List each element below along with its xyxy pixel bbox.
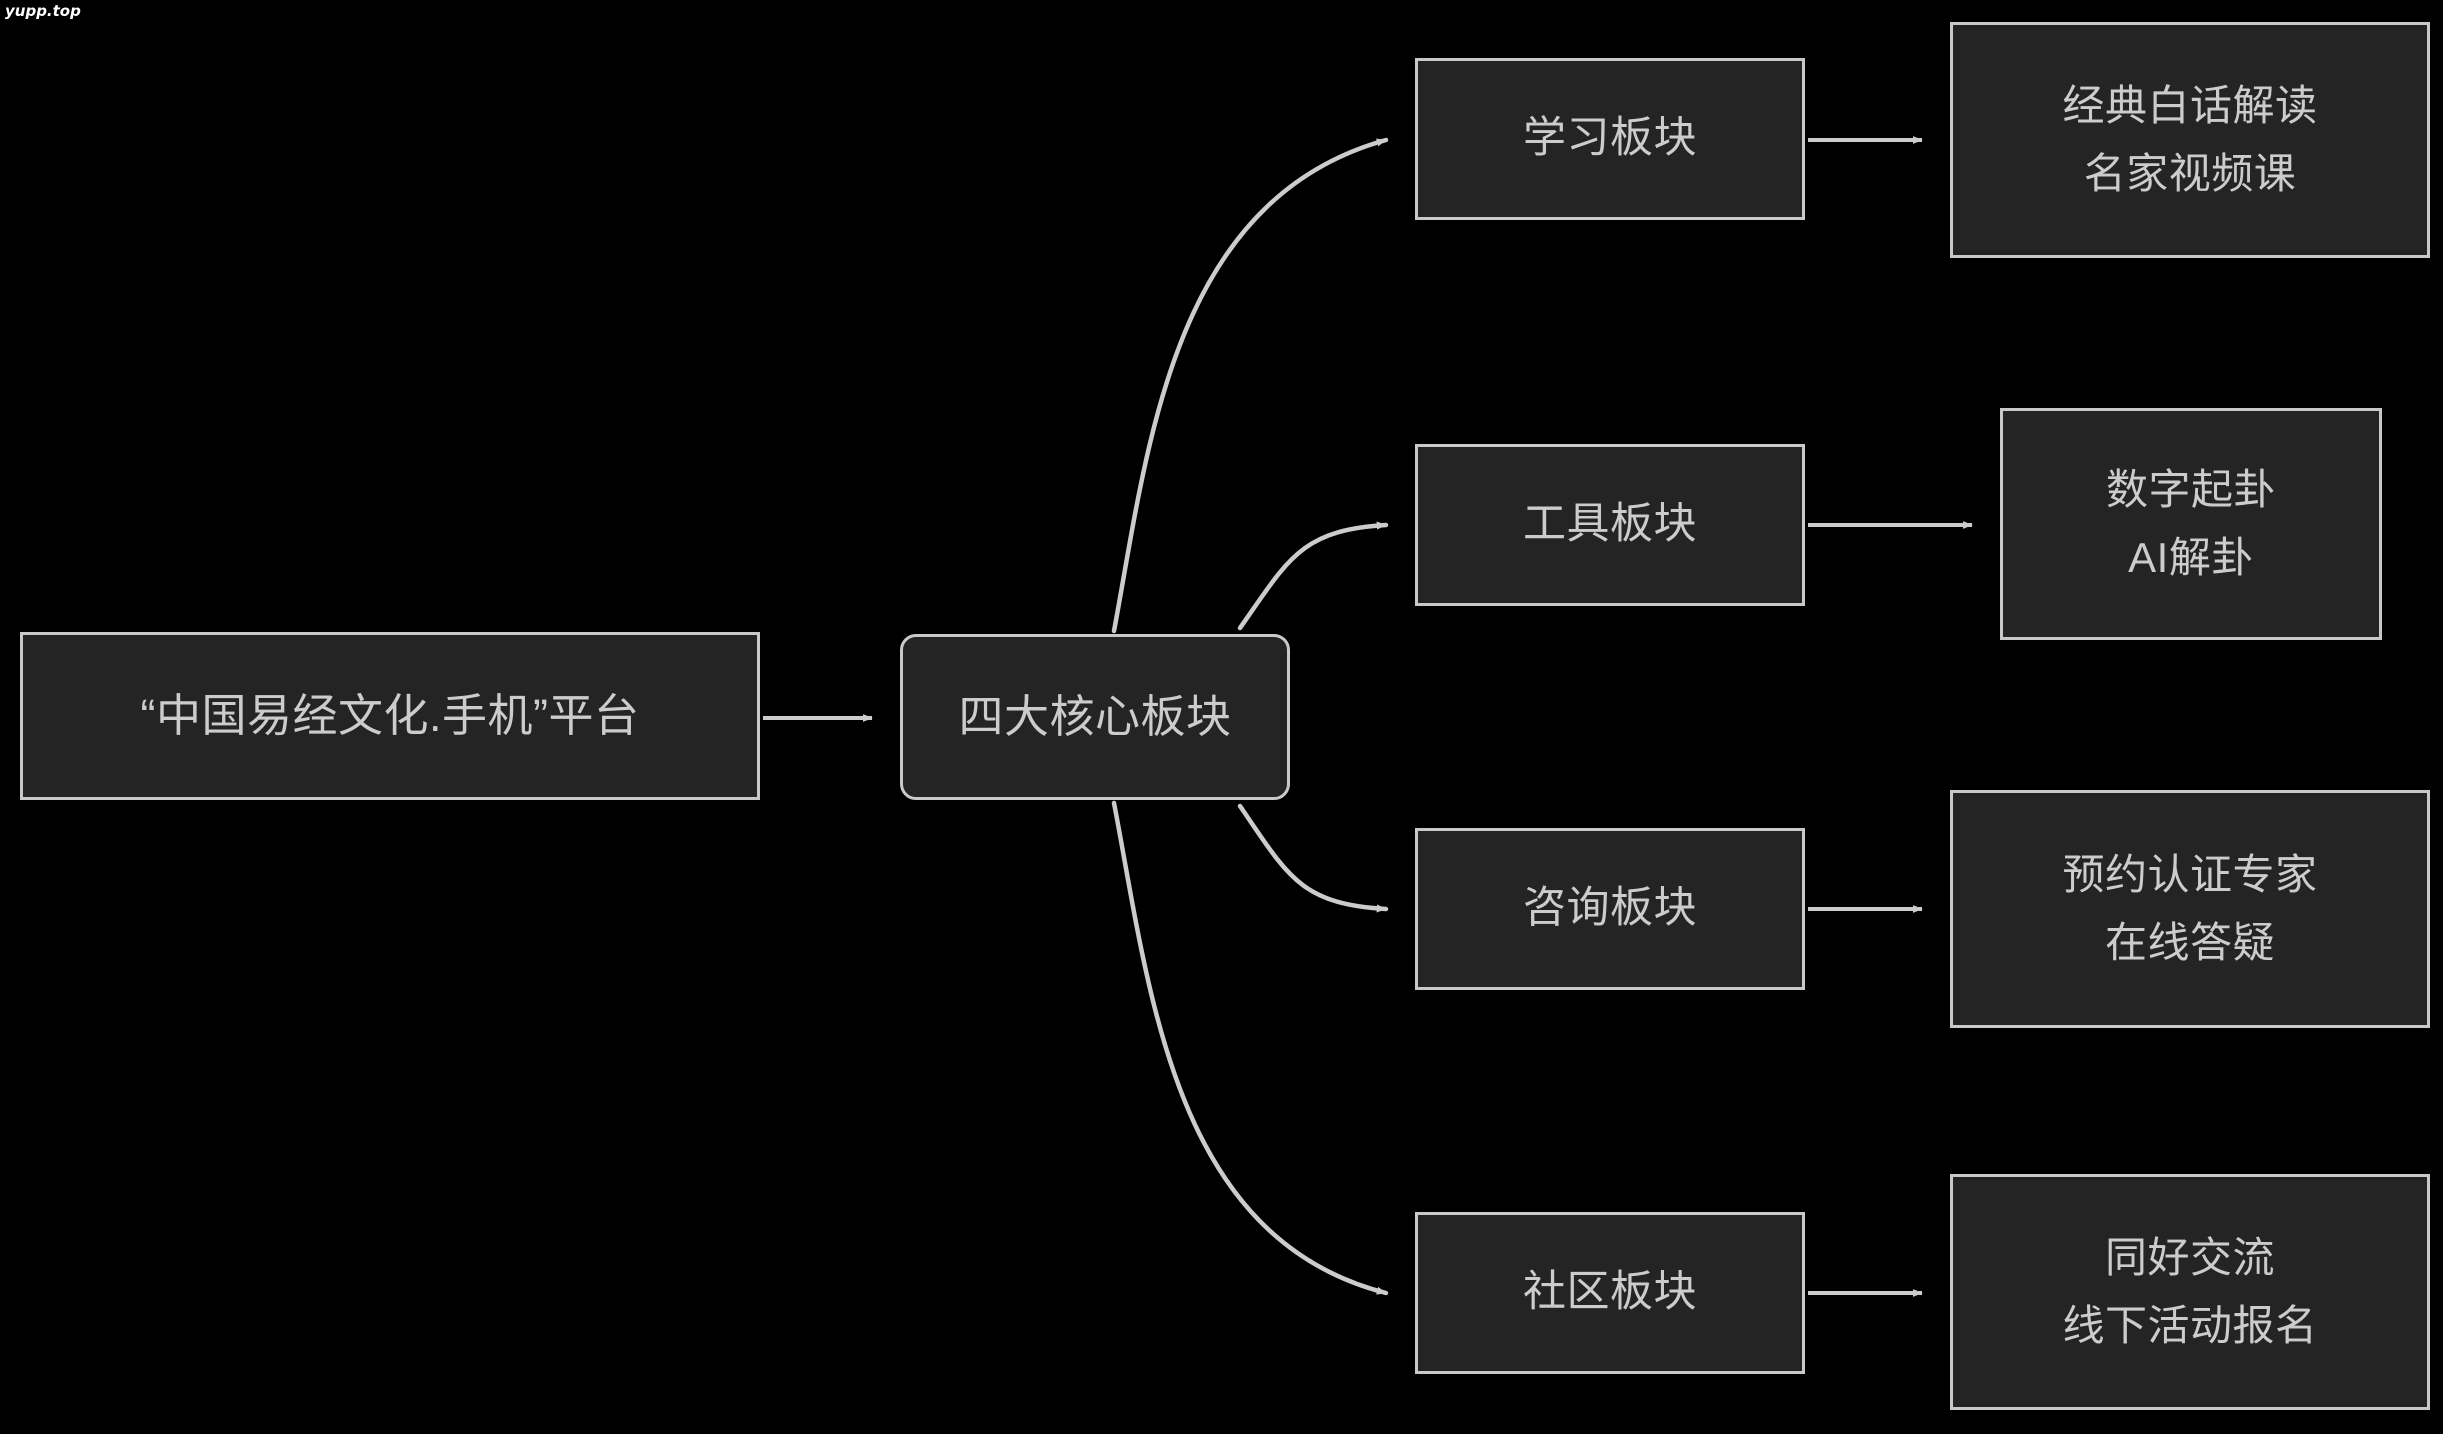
node-branch-consulting[interactable]: 咨询板块 [1415, 828, 1805, 990]
node-label-line: 名家视频课 [2083, 150, 2297, 197]
node-detail-tools[interactable]: 数字起卦 AI解卦 [2000, 408, 2382, 640]
edge-hub-to-branch-0 [1111, 137, 1389, 634]
node-label-line: 同好交流 [2104, 1233, 2275, 1281]
node-branch-learning[interactable]: 学习板块 [1415, 58, 1805, 220]
watermark-label: yupp.top [5, 2, 81, 20]
node-label-line: 经典白话解读 [2062, 81, 2318, 129]
node-detail-learning[interactable]: 经典白话解读 名家视频课 [1950, 22, 2430, 258]
edge-hub-to-branch-2 [1237, 803, 1389, 913]
node-label-line: 数字起卦 [2105, 465, 2276, 513]
node-detail-consulting[interactable]: 预约认证专家 在线答疑 [1950, 790, 2430, 1028]
node-core-sections-hub[interactable]: 四大核心板块 [900, 634, 1290, 800]
node-label-line: “中国易经文化.手机”平台 [140, 689, 640, 741]
node-label-line: 在线答疑 [2104, 919, 2275, 966]
node-label-line: 线下活动报名 [2062, 1302, 2318, 1349]
edge-hub-to-branch-1 [1237, 521, 1389, 631]
node-detail-community[interactable]: 同好交流 线下活动报名 [1950, 1174, 2430, 1410]
node-branch-tools[interactable]: 工具板块 [1415, 444, 1805, 606]
node-label-line: 社区板块 [1523, 1268, 1697, 1317]
edge-hub-to-branch-3 [1111, 800, 1389, 1296]
node-label-line: 工具板块 [1523, 500, 1697, 549]
node-platform-root[interactable]: “中国易经文化.手机”平台 [20, 632, 760, 800]
node-branch-community[interactable]: 社区板块 [1415, 1212, 1805, 1374]
node-label-line: 咨询板块 [1523, 884, 1697, 933]
node-label-line: 预约认证专家 [2062, 850, 2318, 898]
node-label-line: 学习板块 [1523, 114, 1697, 163]
node-label-line: 四大核心板块 [958, 690, 1232, 742]
node-label-line: AI解卦 [2128, 534, 2254, 581]
